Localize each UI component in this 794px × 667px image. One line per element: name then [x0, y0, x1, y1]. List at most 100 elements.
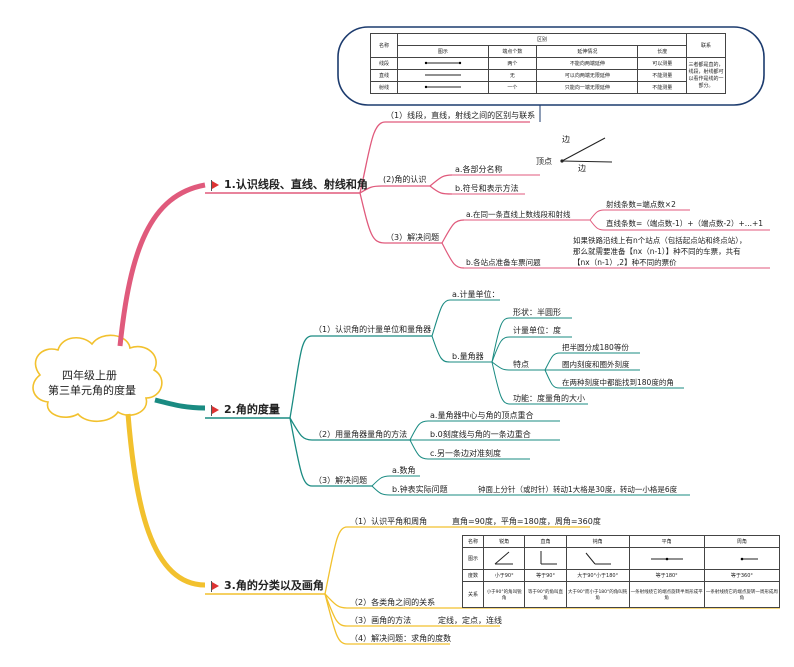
root-cloud — [32, 334, 163, 423]
b2-node-2a: a.量角器中心与角的顶点重合 — [430, 411, 534, 420]
table-subheader: 端点个数 — [487, 45, 538, 58]
branch1-link — [117, 182, 206, 347]
flag-icon — [211, 581, 219, 592]
table-cell: 平角 — [628, 535, 705, 548]
b1-node-3a2: 直线条数=（端点数-1）+（端点数-2）+...+1 — [606, 219, 764, 228]
table-header-link: 联系 — [686, 33, 726, 58]
b1-ticket-text1: 如果铁路沿线上有n个站点（包括起点站和终点站）， — [573, 236, 747, 245]
b2-feature-2: 圈内刻度和圈外刻度 — [562, 360, 630, 369]
b1-ticket-text2: 那么就需要准备【nx（n-1）】种不同的车票，共有 — [573, 247, 741, 256]
table-cell: 线段 — [370, 57, 398, 70]
table-cell: 两个 — [487, 57, 538, 70]
table-cell: 锐角 — [482, 535, 526, 548]
b2-feature: 特点 — [513, 360, 529, 369]
obtuse-angle-figure — [565, 547, 630, 570]
b2-feature-1: 把半圆分成180等份 — [562, 343, 629, 352]
b3-node-4: （4）解决问题：求角的度数 — [350, 634, 452, 643]
table-cell: 等于90° — [524, 569, 567, 582]
flag-icon — [211, 180, 219, 191]
b2-feature-3: 在两种刻度中都能找到180度的角 — [562, 378, 674, 387]
ray-figure — [397, 81, 489, 94]
angle-edge-bottom: 边 — [578, 164, 586, 173]
b1-node-2: (2)角的认识 — [383, 175, 427, 184]
table-subheader: 延伸情况 — [536, 45, 639, 58]
table-cell: 射线 — [370, 81, 398, 94]
b2-unit: 计量单位：度 — [513, 326, 561, 335]
b2-node-2: （2）用量角器量角的方法 — [314, 430, 408, 439]
table-cell: 图示 — [462, 547, 484, 570]
b1-node-1: （1）线段，直线，射线之间的区别与联系 — [386, 111, 536, 120]
b2-node-2b: b.0刻度线与角的一条边重合 — [430, 430, 531, 439]
b2-node-1b: b.量角器 — [452, 352, 484, 361]
branch2-title: 2.角的度量 — [211, 404, 280, 416]
angle-figure — [560, 137, 613, 163]
b3-node-1: （1）认识平角和周角 — [350, 517, 428, 526]
table-cell: 关系 — [462, 581, 484, 608]
table-cell: 不能测量 — [637, 81, 687, 94]
table-link-text: 三者都是直的，线段，射线都可以看作是线的一部分。 — [686, 57, 726, 94]
table-cell: 等于180° — [628, 569, 705, 582]
branch1-title: 1.认识线段、直线、射线和角 — [211, 179, 368, 191]
b2-clock-text: 钟面上分针（或时针）转动1大格是30度，转动一小格是6度 — [478, 485, 678, 494]
root-title-line2: 第三单元角的度量 — [48, 384, 136, 397]
b2-node-1a: a.计量单位： — [452, 290, 500, 299]
table-subheader: 长度 — [637, 45, 687, 58]
lines-comparison-table: 名称 区别 联系 图示 端点个数 延伸情况 长度 线段 两个 不能向两端延伸 可… — [370, 33, 726, 94]
table-cell: 周角 — [703, 535, 781, 548]
round-angle-figure — [703, 547, 781, 570]
b1-node-2a: a.各部分名称 — [455, 165, 503, 174]
root-title-line1: 四年级上册 — [62, 369, 117, 382]
b1-node-3: （3）解决问题 — [386, 233, 440, 242]
branch3-link — [125, 413, 206, 588]
b3-angle-values: 直角=90度，平角=180度，周角=360度 — [452, 517, 601, 526]
b1-node-3b: b.各站点准备车票问题 — [466, 258, 541, 267]
line-figure — [397, 69, 489, 82]
b2-node-3b: b.钟表实际问题 — [392, 485, 448, 494]
b2-function: 功能：度量角的大小 — [513, 394, 585, 403]
table-cell: 直线 — [370, 69, 398, 82]
table-cell: 无 — [487, 69, 538, 82]
table-cell: 小于90°的角叫锐角 — [482, 581, 526, 608]
table-cell: 一个 — [487, 81, 538, 94]
branch2-link — [154, 397, 206, 411]
table-cell: 只能向一端无限延伸 — [536, 81, 639, 94]
b2-shape: 形状：半圆形 — [513, 308, 561, 317]
angle-vertex: 顶点 — [536, 157, 552, 166]
table-cell: 直角 — [524, 535, 567, 548]
table-cell: 度数 — [462, 569, 484, 582]
table-cell: 等于360° — [703, 569, 781, 582]
table-subheader: 图示 — [397, 45, 489, 58]
acute-angle-figure — [482, 547, 526, 570]
table-cell: 一条射线绕它的端点旋转半周形成平角 — [628, 581, 705, 608]
b2-node-2c: c.另一条边对准刻度 — [430, 449, 501, 458]
b1-node-3a1: 射线条数=端点数×2 — [606, 200, 676, 209]
b1-ticket-text3: 【nx（n-1）,2】种不同的票价 — [573, 258, 677, 267]
table-header-diff: 区别 — [397, 33, 687, 46]
b3-draw-steps: 定线，定点，连线 — [438, 616, 502, 625]
right-angle-figure — [524, 547, 567, 570]
table-cell: 大于90°而小于180°的角叫钝角 — [565, 581, 630, 608]
table-cell: 大于90°小于180° — [565, 569, 630, 582]
b2-node-3: （3）解决问题 — [314, 476, 368, 485]
table-cell: 不能测量 — [637, 69, 687, 82]
table-cell: 名称 — [462, 535, 484, 548]
angle-edge-top: 边 — [562, 135, 570, 144]
angle-types-table: 名称 锐角 直角 钝角 平角 周角 图示 度数 小于90° 等于90° 大于90… — [462, 535, 781, 608]
table-cell: 小于90° — [482, 569, 526, 582]
b3-node-3: （3）画角的方法 — [350, 616, 412, 625]
table-cell: 不能向两端延伸 — [536, 57, 639, 70]
b2-node-3a: a.数角 — [392, 466, 416, 475]
b1-node-3a: a.在同一条直线上数线段和射线 — [466, 210, 571, 219]
b3-node-2: （2）各类角之间的关系 — [350, 598, 436, 607]
table-cell: 钝角 — [565, 535, 630, 548]
straight-angle-figure — [628, 547, 705, 570]
table-cell: 可以向两端无限延伸 — [536, 69, 639, 82]
table-header-name: 名称 — [370, 33, 398, 58]
table-cell: 一条射线绕它的端点旋转一周形成周角 — [703, 581, 781, 608]
table-cell: 可以测量 — [637, 57, 687, 70]
flag-icon — [211, 405, 219, 416]
branch3-title: 3.角的分类以及画角 — [211, 580, 324, 592]
b1-node-2b: b.符号和表示方法 — [455, 184, 519, 193]
segment-figure — [397, 57, 489, 70]
b2-node-1: （1）认识角的计量单位和量角器 — [314, 325, 432, 334]
